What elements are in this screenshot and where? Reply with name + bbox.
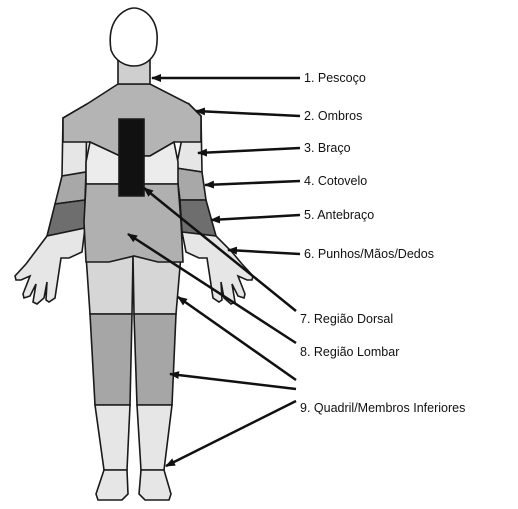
labels: 1. Pescoço 2. Ombros 3. Braço 4. Cotovel… (300, 71, 465, 415)
left-elbow-region (55, 172, 86, 204)
right-foot (139, 470, 171, 500)
left-foot (96, 470, 128, 500)
upper-back-region (119, 119, 144, 196)
label-upper-arm: 3. Braço (304, 141, 351, 155)
label-wrists-hands-fingers: 6. Punhos/Mãos/Dedos (304, 247, 434, 261)
arrow-shoulders (196, 111, 300, 116)
arrow-lower-leg (166, 401, 296, 466)
label-shoulders: 2. Ombros (304, 109, 362, 123)
label-forearm: 5. Antebraço (304, 208, 374, 222)
label-hips-lower-limbs: 9. Quadril/Membros Inferiores (300, 401, 465, 415)
right-lower-leg-region (137, 405, 172, 470)
arrow-forearm (211, 215, 300, 220)
left-lower-leg-region (95, 405, 130, 470)
label-lower-back: 8. Região Lombar (300, 345, 399, 359)
arrow-upper-arm (198, 148, 300, 153)
left-thigh-region (86, 255, 133, 314)
left-hand-region (15, 228, 85, 304)
arrow-hips (178, 297, 296, 380)
left-knee-region (90, 314, 132, 405)
right-elbow-region (176, 168, 206, 200)
label-elbow: 4. Cotovelo (304, 174, 367, 188)
head-neck (110, 8, 157, 84)
label-neck: 1. Pescoço (304, 71, 366, 85)
legs (86, 255, 181, 500)
arrow-knee (170, 374, 296, 389)
arrow-elbow (205, 181, 300, 185)
arrow-wrists-hands (228, 250, 300, 254)
head (110, 8, 157, 66)
label-upper-back: 7. Região Dorsal (300, 312, 393, 326)
right-knee-region (134, 314, 176, 405)
